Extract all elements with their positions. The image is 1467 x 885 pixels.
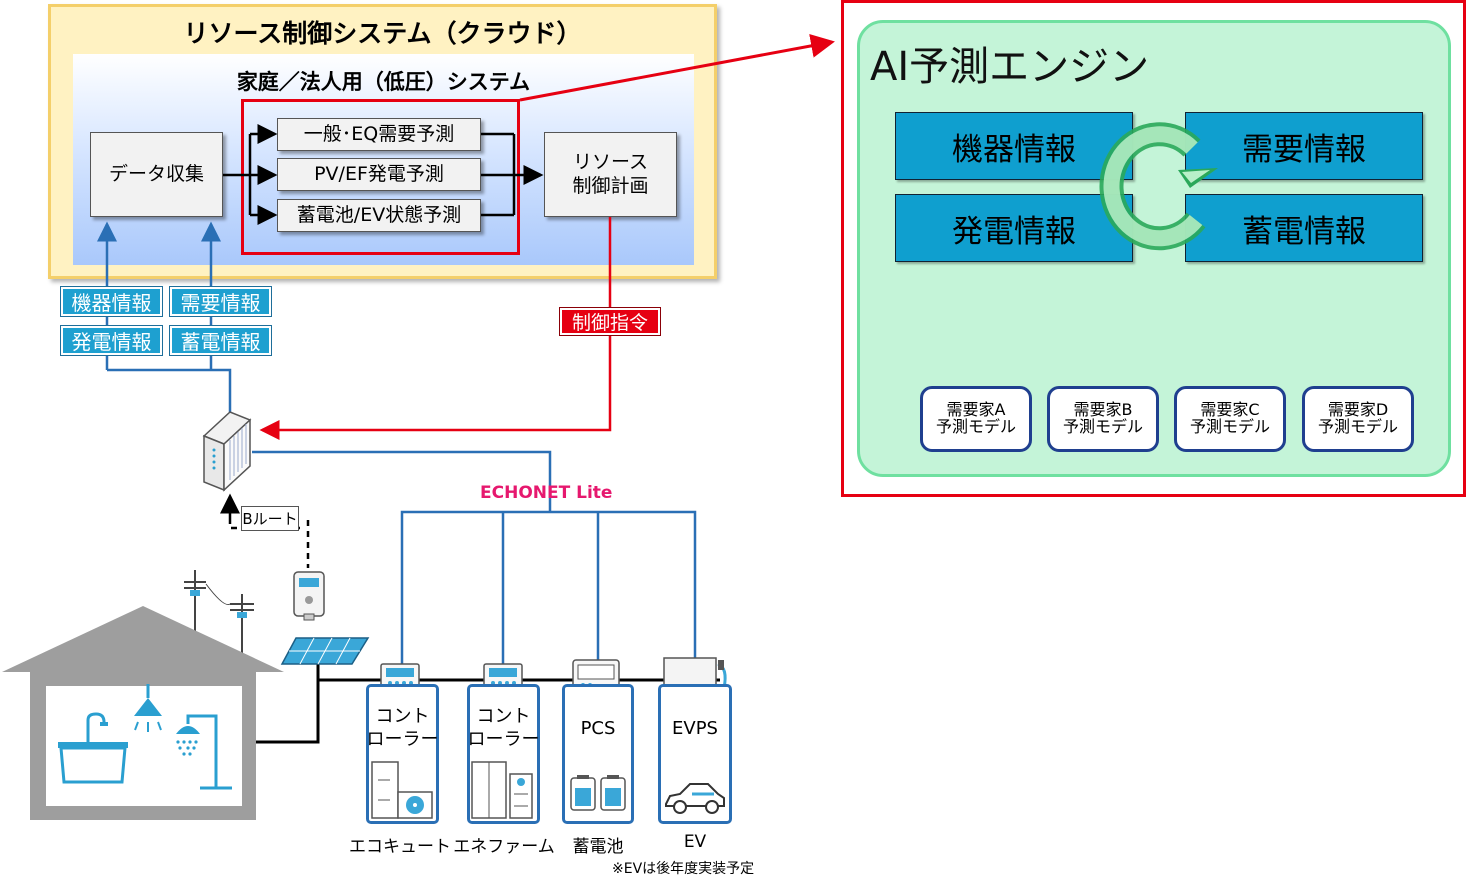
battery-icon: [570, 775, 626, 811]
device-label-enefarm: コント ローラー: [467, 706, 540, 751]
resource-control-plan-box: リソース 制御計画: [544, 132, 677, 217]
device-label-line2: ローラー: [467, 728, 540, 750]
model-name: 需要家C: [1200, 400, 1260, 420]
tag-demand-info: 需要情報: [170, 287, 271, 316]
b-route-label: Bルート: [241, 506, 299, 531]
tag-storage-info: 蓄電情報: [170, 326, 271, 355]
fuel-cell-icon: [471, 761, 533, 819]
device-label-evps: EVPS: [672, 718, 718, 739]
demand-forecast-box: 一般･EQ需要予測: [277, 118, 481, 151]
model-customer-b: 需要家B 予測モデル: [1047, 386, 1159, 452]
tag-device-info: 機器情報: [61, 287, 162, 316]
control-command-label: 制御指令: [560, 308, 660, 335]
model-customer-a: 需要家A 予測モデル: [920, 386, 1032, 452]
cycle-arrow-icon: [1099, 122, 1218, 251]
ai-device-info: 機器情報: [895, 112, 1133, 180]
device-label-pcs: PCS: [580, 718, 616, 739]
ai-demand-info: 需要情報: [1185, 112, 1423, 180]
device-label-line2: ローラー: [366, 728, 439, 750]
device-card-enefarm: [467, 684, 540, 824]
data-collection-box: データ収集: [90, 132, 223, 217]
model-name: 需要家D: [1327, 400, 1389, 420]
tag-generation-info: 発電情報: [61, 326, 162, 355]
device-label-ecocute: コント ローラー: [366, 706, 439, 751]
model-customer-c: 需要家C 予測モデル: [1174, 386, 1286, 452]
device-label-line1: コント: [476, 706, 531, 727]
ai-engine-title: AI予測エンジン: [870, 44, 1150, 90]
device-label-line1: コント: [375, 706, 430, 727]
model-type: 予測モデル: [1189, 417, 1270, 436]
bathtub-icon: [58, 712, 128, 784]
model-type: 予測モデル: [935, 417, 1016, 436]
heat-pump-icon: [371, 761, 433, 819]
ai-storage-info: 蓄電情報: [1185, 194, 1423, 262]
cloud-system-title: リソース制御システム（クラウド）: [183, 19, 582, 48]
generation-forecast-box: PV/EF発電予測: [277, 158, 481, 191]
forecast-highlight-frame: [241, 99, 520, 255]
device-caption-battery: 蓄電池: [572, 837, 624, 857]
car-icon: [665, 783, 725, 814]
storage-forecast-box: 蓄電池/EV状態予測: [277, 199, 481, 232]
echonet-lite-label: ECHONET Lite: [480, 483, 613, 503]
model-name: 需要家A: [946, 400, 1006, 420]
device-caption-ev: EV: [683, 832, 707, 852]
ceiling-light-icon: [134, 684, 162, 732]
model-type: 予測モデル: [1062, 417, 1143, 436]
smart-meter-icon: [293, 571, 325, 621]
subsystem-title: 家庭／法人用（低圧）システム: [236, 70, 531, 94]
resource-plan-line2: 制御計画: [572, 174, 649, 197]
shower-icon: [176, 714, 232, 790]
ai-generation-info: 発電情報: [895, 194, 1133, 262]
device-caption-enefarm: エネファーム: [453, 837, 555, 857]
ev-footnote: ※EVは後年度実装予定: [612, 861, 755, 877]
resource-plan-line1: リソース: [572, 150, 649, 173]
model-type: 予測モデル: [1317, 417, 1398, 436]
solar-panel-icon: [280, 637, 370, 665]
device-caption-ecocute: エコキュート: [349, 837, 451, 857]
model-name: 需要家B: [1073, 400, 1133, 420]
router-icon: [202, 411, 252, 492]
model-customer-d: 需要家D 予測モデル: [1302, 386, 1414, 452]
